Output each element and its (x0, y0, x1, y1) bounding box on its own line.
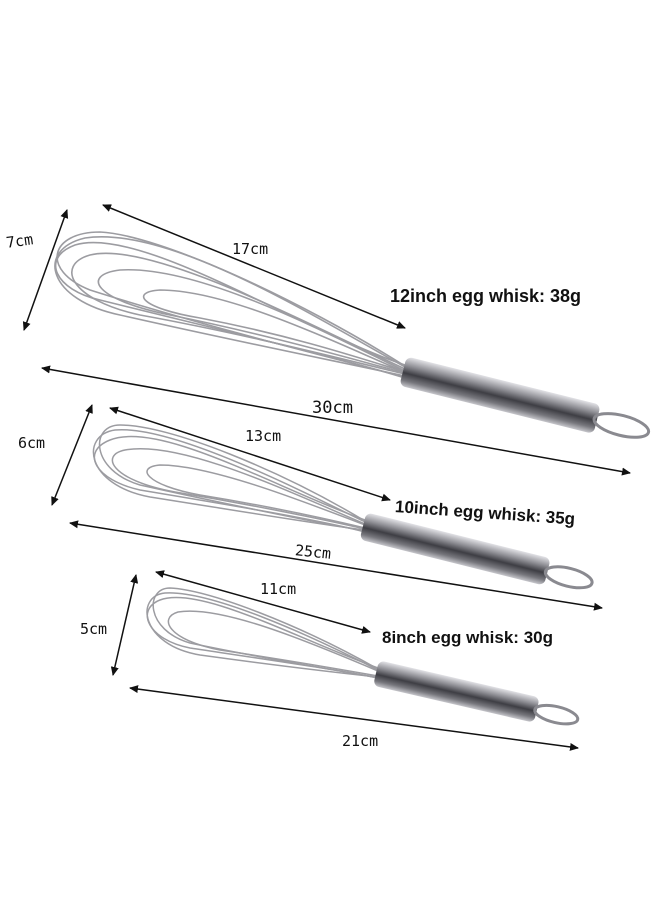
whisk-10-total-length-label: 25cm (294, 541, 332, 563)
whisk-10-head-length-label: 13cm (245, 427, 282, 445)
whisk-12-total-length-label: 30cm (312, 398, 353, 418)
whisk-8-name-label: 8inch egg whisk: 30g (382, 628, 553, 647)
arrow-10-total (69, 520, 603, 611)
whisk-12-width-label: 7cm (4, 230, 35, 252)
whisk-12-name-label: 12inch egg whisk: 38g (390, 286, 582, 306)
arrow-8-width (110, 574, 139, 676)
arrow-10-width (51, 404, 93, 506)
whisk-12inch (54, 231, 651, 439)
arrow-8-total (129, 685, 579, 751)
whisk-8inch (146, 587, 580, 726)
arrow-12-width (22, 209, 69, 331)
whisk-8-head-length-label: 11cm (260, 580, 297, 598)
whisk-8-width-label: 5cm (80, 620, 108, 638)
arrow-10-head (109, 406, 391, 502)
arrow-8-head (155, 570, 371, 634)
whisk-10-width-label: 6cm (18, 434, 46, 452)
whisk-12inch-wires (54, 231, 406, 379)
arrow-12-head (102, 204, 406, 329)
whisk-12inch-handle (400, 357, 651, 439)
whisk-8inch-handle (374, 661, 580, 726)
whisk-8-total-length-label: 21cm (342, 732, 379, 750)
dimension-arrows (22, 204, 631, 751)
whisk-12-head-length-label: 17cm (232, 240, 269, 258)
